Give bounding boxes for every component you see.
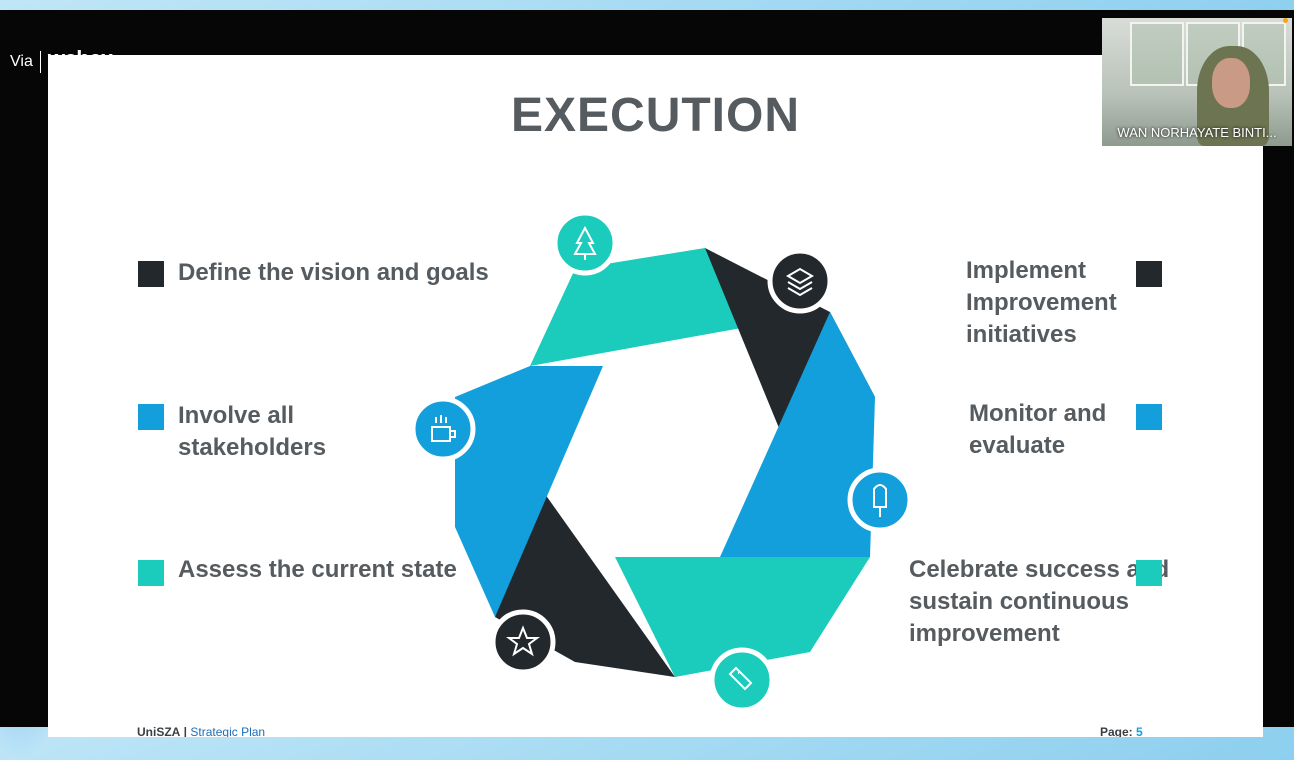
- blade-teal-bottom: [615, 557, 870, 677]
- webex-logo: webex by CISCO: [47, 46, 113, 76]
- item-monitor-evaluate: Monitor and evaluate: [969, 400, 1107, 459]
- participant-name: WAN NORHAYATE BINTI...: [1117, 125, 1277, 140]
- item-define-vision: Define the vision and goals: [178, 259, 489, 286]
- status-indicator: [1283, 18, 1288, 23]
- bullet-square-teal-right: [1136, 560, 1162, 586]
- bullet-square-blue: [138, 404, 164, 430]
- item-implement-initiatives: Implement Improvement initiatives: [966, 257, 1117, 348]
- shared-screen: EXECUTION: [0, 10, 1294, 737]
- coffee-cup-icon: [410, 396, 476, 462]
- item-involve-stakeholders: Involve all stakeholders: [178, 402, 327, 461]
- ice-pop-icon: [847, 467, 913, 533]
- webex-brand: Via webex by CISCO: [10, 46, 113, 76]
- tag-icon: [709, 647, 775, 713]
- bullet-square-dark-right: [1136, 261, 1162, 287]
- layers-icon: [767, 248, 833, 314]
- item-assess-state: Assess the current state: [178, 556, 457, 583]
- bullet-square-dark: [138, 261, 164, 287]
- presentation-slide: EXECUTION: [48, 55, 1263, 737]
- execution-cycle-diagram: [455, 248, 875, 677]
- bullet-square-teal: [138, 560, 164, 586]
- diagram-icons: [410, 210, 913, 713]
- bullet-square-blue-right: [1136, 404, 1162, 430]
- blade-teal-top: [530, 248, 775, 366]
- slide-title: EXECUTION: [510, 89, 801, 142]
- tree-icon: [552, 210, 618, 276]
- item-celebrate-success: Celebrate success and sustain continuous…: [909, 556, 1170, 647]
- star-icon: [490, 609, 556, 675]
- participant-video-tile[interactable]: WAN NORHAYATE BINTI...: [1102, 18, 1292, 146]
- blade-blue-right: [720, 312, 875, 557]
- blade-blue-left: [455, 366, 603, 617]
